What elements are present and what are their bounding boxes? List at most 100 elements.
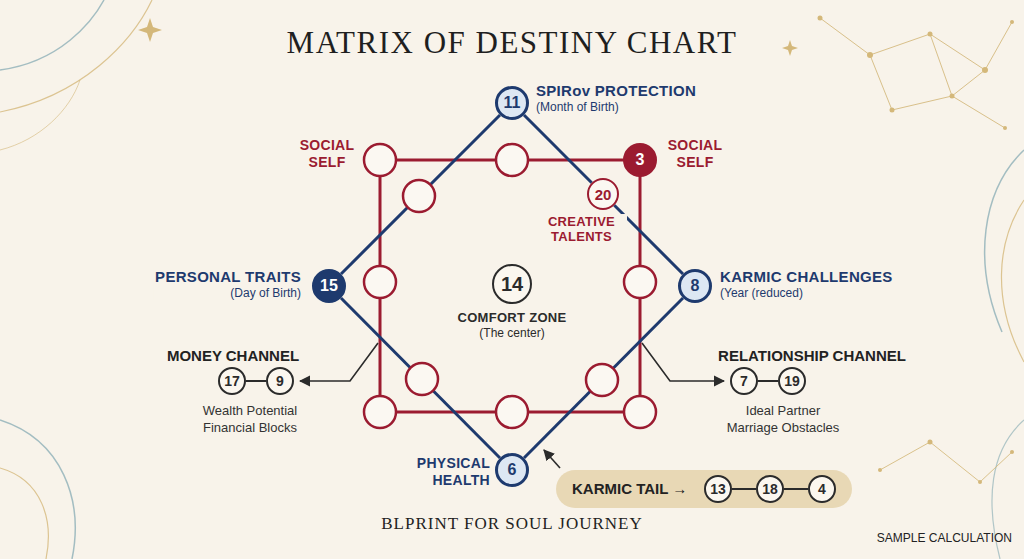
empty-circle bbox=[364, 266, 396, 298]
node-caption: PERSONAL TRAITS(Day of Birth) bbox=[153, 268, 303, 300]
corner-curve bbox=[1001, 200, 1024, 362]
corner-curve bbox=[0, 420, 75, 559]
star-dot bbox=[982, 67, 988, 73]
channel-note: Financial Blocks bbox=[203, 420, 297, 436]
corner-curve bbox=[0, 80, 80, 150]
chart-caption: BLPRINT FOR SOUL JOURNEY bbox=[381, 514, 643, 534]
physical-health-circle: 6PHYSICAL HEALTH bbox=[495, 453, 529, 487]
star-dot bbox=[818, 16, 823, 21]
karmic-challenges-circle: 8KARMIC CHALLENGES(Year (reduced) bbox=[678, 269, 712, 303]
node-number: 14 bbox=[501, 274, 523, 294]
node-heading: COMFORT ZONE bbox=[455, 310, 568, 326]
sample-note: SAMPLE CALCULATION bbox=[877, 531, 1012, 545]
star-dot bbox=[1010, 450, 1014, 454]
sparkle-star bbox=[138, 18, 162, 42]
comfort-zone-circle: 14COMFORT ZONE(The center) bbox=[492, 264, 532, 304]
protection-circle: 11SPIRov PROTECTION(Month of Birth) bbox=[495, 86, 529, 120]
red-square bbox=[380, 160, 640, 412]
empty-circles bbox=[364, 144, 656, 428]
node-caption: PHYSICAL HEALTH bbox=[410, 455, 492, 489]
node-number: 15 bbox=[320, 278, 338, 294]
star-dot bbox=[867, 52, 873, 58]
node-heading: PERSONAL TRAITS bbox=[153, 268, 303, 286]
connector-line bbox=[524, 115, 592, 183]
band-title: KARMIC TAIL → bbox=[556, 470, 687, 508]
leader-lines bbox=[300, 343, 724, 468]
constellation-stars bbox=[138, 16, 1014, 485]
karmic-tail-circle: 4 bbox=[808, 475, 836, 503]
connector-line bbox=[732, 488, 756, 490]
star-dot bbox=[1003, 126, 1007, 130]
channel-note-box: Marriage Obstacles bbox=[727, 420, 840, 436]
star-dot bbox=[928, 440, 933, 445]
channel-heading-box: RELATIONSHIP CHANNEL bbox=[718, 347, 906, 365]
personal-traits-circle: 15PERSONAL TRAITS(Day of Birth) bbox=[312, 269, 346, 303]
money-channel-circle: 9 bbox=[266, 367, 294, 395]
node-heading: PHYSICAL HEALTH bbox=[410, 455, 492, 489]
channel-note: Marriage Obstacles bbox=[727, 420, 840, 436]
node-number: 9 bbox=[276, 374, 284, 388]
node-subtitle: (Year (reduced) bbox=[718, 286, 895, 300]
node-caption: KARMIC CHALLENGES(Year (reduced) bbox=[718, 268, 895, 300]
empty-circle bbox=[586, 364, 618, 396]
constellation-line bbox=[880, 442, 1012, 482]
node-number: 13 bbox=[710, 482, 726, 496]
empty-circle bbox=[406, 363, 438, 395]
social-self-label: SOCIAL SELF bbox=[289, 137, 365, 171]
star-dot bbox=[950, 94, 955, 99]
channel-note: Wealth Potential bbox=[203, 403, 297, 419]
channel-note-box: Financial Blocks bbox=[203, 420, 297, 436]
corner-curve bbox=[0, 468, 48, 559]
corner-curve bbox=[0, 0, 152, 112]
node-heading: SPIRov PROTECTION bbox=[534, 82, 698, 100]
karmic-tail-circle: 13 bbox=[704, 475, 732, 503]
relationship-channel-circle: 7 bbox=[730, 367, 758, 395]
social-self-label-box: SOCIAL SELF bbox=[289, 137, 365, 171]
node-subtitle: (The center) bbox=[455, 326, 568, 340]
empty-circle bbox=[496, 144, 528, 176]
corner-curve bbox=[0, 0, 104, 70]
node-caption: COMFORT ZONE(The center) bbox=[455, 310, 568, 340]
channel-heading: RELATIONSHIP CHANNEL bbox=[718, 347, 906, 365]
chart-caption-box: BLPRINT FOR SOUL JOURNEY bbox=[381, 514, 643, 534]
relationship-leader bbox=[642, 343, 724, 381]
empty-circle bbox=[403, 180, 435, 212]
empty-circle bbox=[624, 266, 656, 298]
connector-line bbox=[246, 380, 266, 382]
star-dot bbox=[890, 108, 895, 113]
money-channel-circle: 17 bbox=[218, 367, 246, 395]
sparkle-star bbox=[782, 40, 798, 56]
constellation-line bbox=[930, 34, 1005, 128]
chart-title-box: MATRIX OF DESTINY CHART bbox=[287, 24, 738, 61]
star-dot bbox=[928, 32, 933, 37]
karmic-tail-circle: 18 bbox=[756, 475, 784, 503]
node-number: 6 bbox=[508, 462, 517, 478]
star-dot bbox=[978, 480, 982, 484]
empty-circle bbox=[624, 396, 656, 428]
empty-circle bbox=[364, 396, 396, 428]
connector-line bbox=[784, 488, 808, 490]
money-leader bbox=[300, 343, 378, 381]
node-caption: SPIRov PROTECTION(Month of Birth) bbox=[534, 82, 698, 114]
channel-note: Ideal Partner bbox=[746, 403, 820, 419]
creative-talents-circle: 20CREATIVE TALENTS bbox=[587, 178, 619, 210]
node-number: 8 bbox=[691, 278, 700, 294]
node-number: 18 bbox=[762, 482, 778, 496]
node-heading: CREATIVE TALENTS bbox=[537, 214, 627, 245]
karmic-tail-leader bbox=[544, 450, 560, 468]
constellation-line bbox=[870, 55, 985, 110]
star-dot bbox=[878, 468, 882, 472]
node-number: 7 bbox=[740, 374, 748, 388]
node-subtitle: (Day of Birth) bbox=[153, 286, 303, 300]
empty-circle bbox=[496, 396, 528, 428]
channel-heading-box: MONEY CHANNEL bbox=[167, 347, 299, 365]
node-number: 19 bbox=[784, 374, 800, 388]
relationship-channel-circle: 19 bbox=[778, 367, 806, 395]
social-self-circle: 3SOCIAL SELF bbox=[623, 143, 657, 177]
node-subtitle: (Month of Birth) bbox=[534, 100, 698, 114]
channel-note-box: Wealth Potential bbox=[203, 403, 297, 419]
sample-note-box: SAMPLE CALCULATION bbox=[877, 531, 1012, 545]
node-number: 17 bbox=[224, 374, 240, 388]
